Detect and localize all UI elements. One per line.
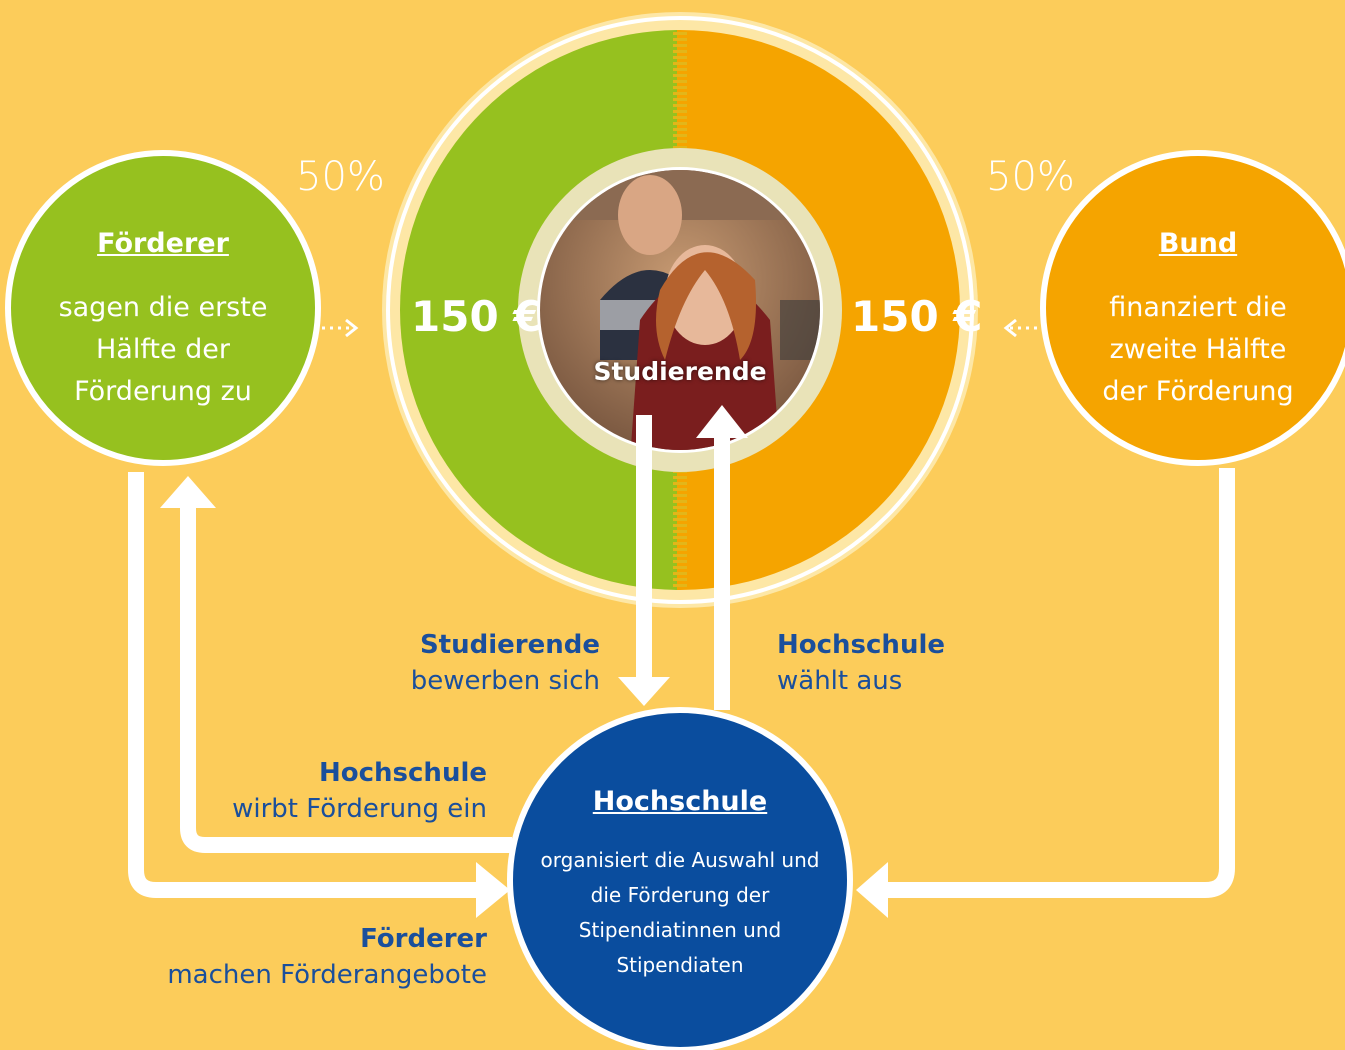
right-amount: 150 € <box>851 292 983 341</box>
hochschule-acquire-strong: Hochschule <box>319 758 487 788</box>
arrow-icon <box>322 318 1037 338</box>
arrow-icon <box>476 862 510 918</box>
left-amount: 150 € <box>411 292 543 341</box>
studierende-flow-strong: Studierende <box>419 630 600 660</box>
hochschule-line: Stipendiatinnen und <box>578 918 782 942</box>
arrow-icon <box>180 505 512 853</box>
hochschule-acquire-plain: wirbt Förderung ein <box>232 794 487 824</box>
hochschule-line: die Förderung der <box>590 883 770 907</box>
arrow-icon <box>618 405 748 710</box>
foerderer-line: sagen die erste <box>58 292 268 323</box>
left-percent: 50% <box>296 154 385 200</box>
hochschule-select-label: Hochschule wählt aus <box>777 630 945 696</box>
hochschule-title: Hochschule <box>592 786 768 817</box>
bund-line: der Förderung <box>1102 376 1294 407</box>
studierende-flow-label: Studierende bewerben sich <box>411 630 600 696</box>
hochschule-acquire-label: Hochschule wirbt Förderung ein <box>232 758 487 824</box>
foerderer-circle <box>5 150 321 466</box>
foerderer-title: Förderer <box>97 228 229 259</box>
arrow-icon <box>128 472 478 898</box>
bund-description: finanziert die zweite Hälfte der Förderu… <box>1048 287 1345 413</box>
hochschule-select-strong: Hochschule <box>777 630 945 660</box>
foerderer-description: sagen die erste Hälfte der Förderung zu <box>13 287 313 413</box>
bund-title: Bund <box>1158 228 1238 259</box>
bund-line: finanziert die <box>1109 292 1287 323</box>
bund-circle <box>1040 150 1345 466</box>
hochschule-circle <box>507 707 853 1050</box>
foerderer-offer-strong: Förderer <box>360 924 487 954</box>
outer-ring-line <box>386 16 974 604</box>
photo-label: Studierende <box>593 357 767 386</box>
foerderer-offer-plain: machen Förderangebote <box>167 960 487 990</box>
foerderer-offer-label: Förderer machen Förderangebote <box>167 924 487 990</box>
foerderer-line: Förderung zu <box>74 376 252 407</box>
foerderer-line: Hälfte der <box>95 334 230 365</box>
hochschule-line: organisiert die Auswahl und <box>540 848 820 872</box>
hochschule-line: Stipendiaten <box>616 953 744 977</box>
hochschule-description: organisiert die Auswahl und die Förderun… <box>510 843 850 983</box>
hochschule-select-plain: wählt aus <box>777 666 903 696</box>
arrow-icon <box>856 862 888 918</box>
arrow-icon <box>885 468 1235 898</box>
bund-line: zweite Hälfte <box>1109 334 1287 365</box>
studierende-flow-plain: bewerben sich <box>410 666 600 696</box>
arrow-icon <box>160 476 216 508</box>
right-percent: 50% <box>986 154 1075 200</box>
